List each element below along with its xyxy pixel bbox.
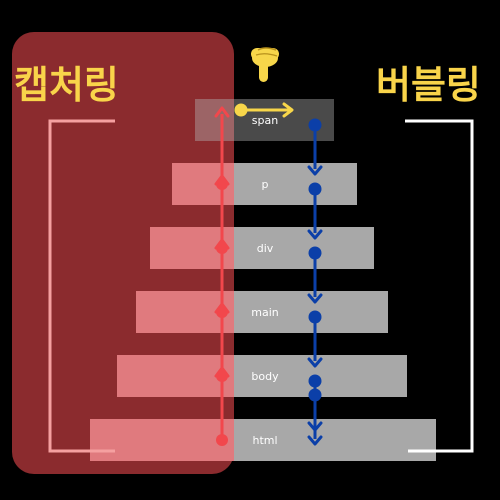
capturing-title: 캡처링 [14, 63, 119, 107]
box-main: main [136, 291, 388, 333]
bubble-arrow-span [307, 118, 323, 176]
box-label-body: body [251, 370, 279, 383]
bubbling-title: 버블링 [376, 63, 481, 107]
bubble-arrow-into-html [307, 388, 323, 446]
box-html-bubble-side [234, 419, 436, 461]
box-span-capture-side [195, 99, 234, 141]
box-label-div: div [257, 242, 274, 255]
target-arrow [234, 102, 294, 118]
hand-pointing-down-icon [251, 47, 279, 82]
box-span: span [195, 99, 334, 141]
capturing-bracket [48, 119, 115, 453]
box-html: html [90, 419, 436, 461]
box-p-bubble-side [234, 163, 357, 205]
box-label-main: main [251, 306, 279, 319]
box-html-capture-side [90, 419, 234, 461]
box-label-p: p [262, 178, 269, 191]
box-p: p [172, 163, 357, 205]
box-body-bubble-side [234, 355, 407, 397]
bubble-arrow-main [307, 310, 323, 368]
bubble-arrow-div [307, 246, 323, 304]
capture-arrow-html [214, 366, 230, 446]
element-boxes: span p div main body html [90, 99, 436, 461]
propagation-arrows [214, 102, 323, 446]
box-body: body [117, 355, 407, 397]
box-div: div [150, 227, 374, 269]
bubbling-bracket [405, 119, 474, 453]
box-div-bubble-side [234, 227, 374, 269]
bubble-arrow-p [307, 182, 323, 240]
box-label-span: span [252, 114, 278, 127]
box-label-html: html [252, 434, 277, 447]
